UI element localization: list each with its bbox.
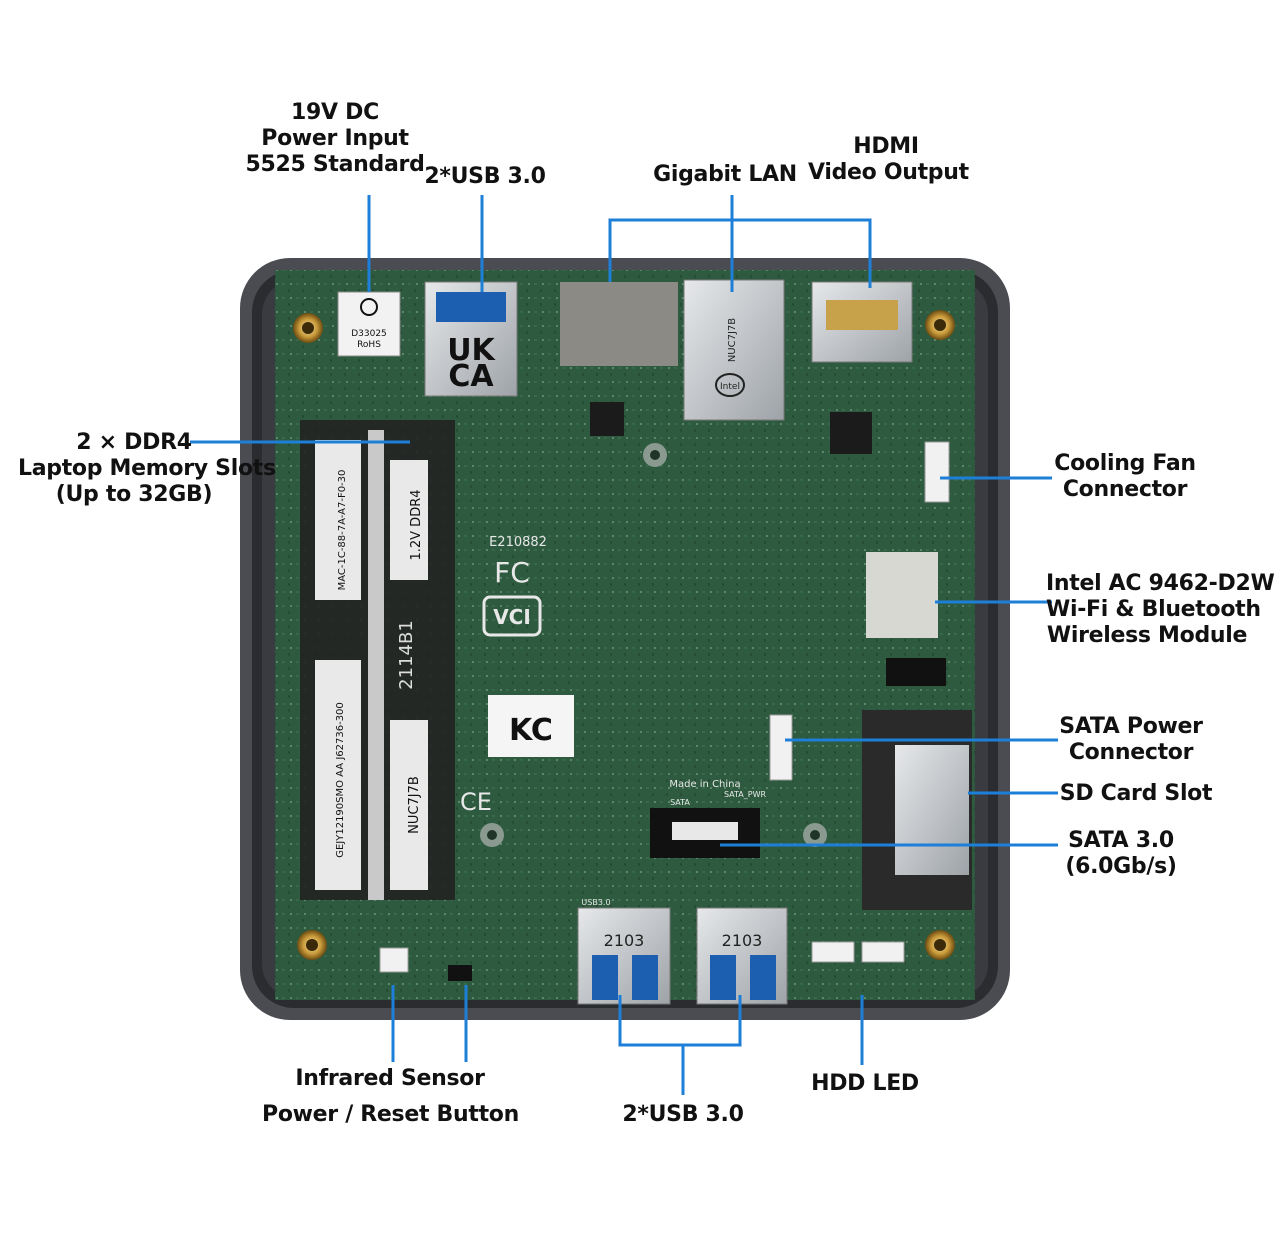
sata-mark: SATA — [670, 798, 690, 807]
label-line: Gigabit LAN — [653, 162, 797, 187]
label-line: SATA 3.0 — [1068, 828, 1174, 853]
ram-code: 2114B1 — [396, 620, 417, 690]
usb-top-port: UK CA — [424, 281, 518, 397]
ram-sticker-1: MAC-1C-88-7A-A7-F0-30 — [337, 470, 348, 591]
label-hdmi: HDMI Video Output — [808, 134, 969, 186]
kc-mark: KC — [509, 713, 553, 748]
rear-io: NUC7J7B Intel — [560, 279, 913, 421]
components — [379, 402, 972, 981]
label-power-reset: Power / Reset Button — [262, 1102, 519, 1128]
label-cooling-fan: Cooling Fan Connector — [1050, 451, 1200, 503]
usb-bottom-ports: 2103 2103 USB3.0 — [577, 898, 788, 1005]
sata-pwr-mark: SATA_PWR — [724, 790, 767, 799]
label-gigabit-lan: Gigabit LAN — [640, 162, 810, 188]
label-infrared: Infrared Sensor — [288, 1066, 492, 1092]
ukca-bottom: CA — [448, 359, 494, 394]
label-line: HDMI — [853, 134, 919, 159]
nuc-code: NUC7J7B — [407, 776, 422, 834]
label-line: Video Output — [808, 160, 969, 185]
label-line: Power / Reset Button — [262, 1102, 519, 1127]
ukca-top: UK — [447, 333, 496, 368]
label-ddr4: 2 × DDR4 Laptop Memory Slots (Up to 32GB… — [18, 430, 276, 508]
ram-slots: 1.2V DDR4 MAC-1C-88-7A-A7-F0-30 GEJY1219… — [300, 420, 455, 900]
label-line: HDD LED — [811, 1071, 919, 1096]
label-line: (6.0Gb/s) — [1065, 854, 1177, 879]
label-line: 19V DC — [291, 100, 379, 125]
vci-mark: VCI — [493, 605, 531, 629]
ce-mark: CE — [460, 788, 492, 816]
label-power-input: 19V DC Power Input 5525 Standard — [240, 100, 430, 178]
ram-sticker-2: GEJY12190SMO AA J62736-300 — [335, 702, 346, 858]
fc-mark: FC — [494, 556, 530, 589]
label-line: 2*USB 3.0 — [622, 1102, 744, 1127]
label-usb-top: 2*USB 3.0 — [410, 164, 560, 190]
ddr4-mark: 1.2V DDR4 — [409, 489, 424, 560]
label-line: Infrared Sensor — [295, 1066, 485, 1091]
label-line: Cooling Fan — [1054, 451, 1196, 476]
label-line: Connector — [1062, 477, 1188, 502]
dc-jack-rohs: RoHS — [357, 340, 381, 350]
dc-jack: D33025 RoHS — [337, 291, 401, 357]
usb-left-code: 2103 — [604, 931, 645, 950]
label-line: Intel AC 9462-D2W — [1046, 571, 1274, 596]
intel-logo: Intel — [720, 382, 740, 392]
label-line: SD Card Slot — [1059, 781, 1213, 806]
callout-lines — [190, 195, 1058, 1095]
label-line: Wi-Fi & Bluetooth — [1046, 597, 1261, 622]
standoffs — [293, 310, 955, 960]
label-line: Laptop Memory Slots — [18, 456, 276, 481]
label-sata3: SATA 3.0 (6.0Gb/s) — [1056, 828, 1186, 880]
label-wifi: Intel AC 9462-D2W Wi-Fi & Bluetooth Wire… — [1046, 571, 1274, 649]
label-usb-bottom: 2*USB 3.0 — [608, 1102, 758, 1128]
label-line: Connector — [1068, 740, 1194, 765]
dc-jack-code: D33025 — [351, 329, 387, 339]
label-hdd-led: HDD LED — [800, 1071, 930, 1097]
label-line: (Up to 32GB) — [55, 482, 213, 507]
label-line: SATA Power — [1059, 714, 1203, 739]
usb3-mark: USB3.0 — [581, 898, 610, 907]
label-line: Power Input — [261, 126, 409, 151]
ul-number: E210882 — [489, 535, 547, 550]
label-sd-card: SD Card Slot — [1056, 781, 1216, 807]
label-sata-power: SATA Power Connector — [1056, 714, 1206, 766]
compliance-marks: E210882 FC VCI KC CE Made in China SATA_… — [460, 535, 766, 816]
made-in-mark: Made in China — [669, 779, 740, 790]
usb-right-code: 2103 — [722, 931, 763, 950]
lan-code: NUC7J7B — [727, 318, 738, 362]
label-line: 5525 Standard — [245, 152, 425, 177]
label-line: Wireless Module — [1046, 623, 1248, 648]
label-line: 2 × DDR4 — [76, 430, 192, 455]
label-line: 2*USB 3.0 — [424, 164, 546, 189]
